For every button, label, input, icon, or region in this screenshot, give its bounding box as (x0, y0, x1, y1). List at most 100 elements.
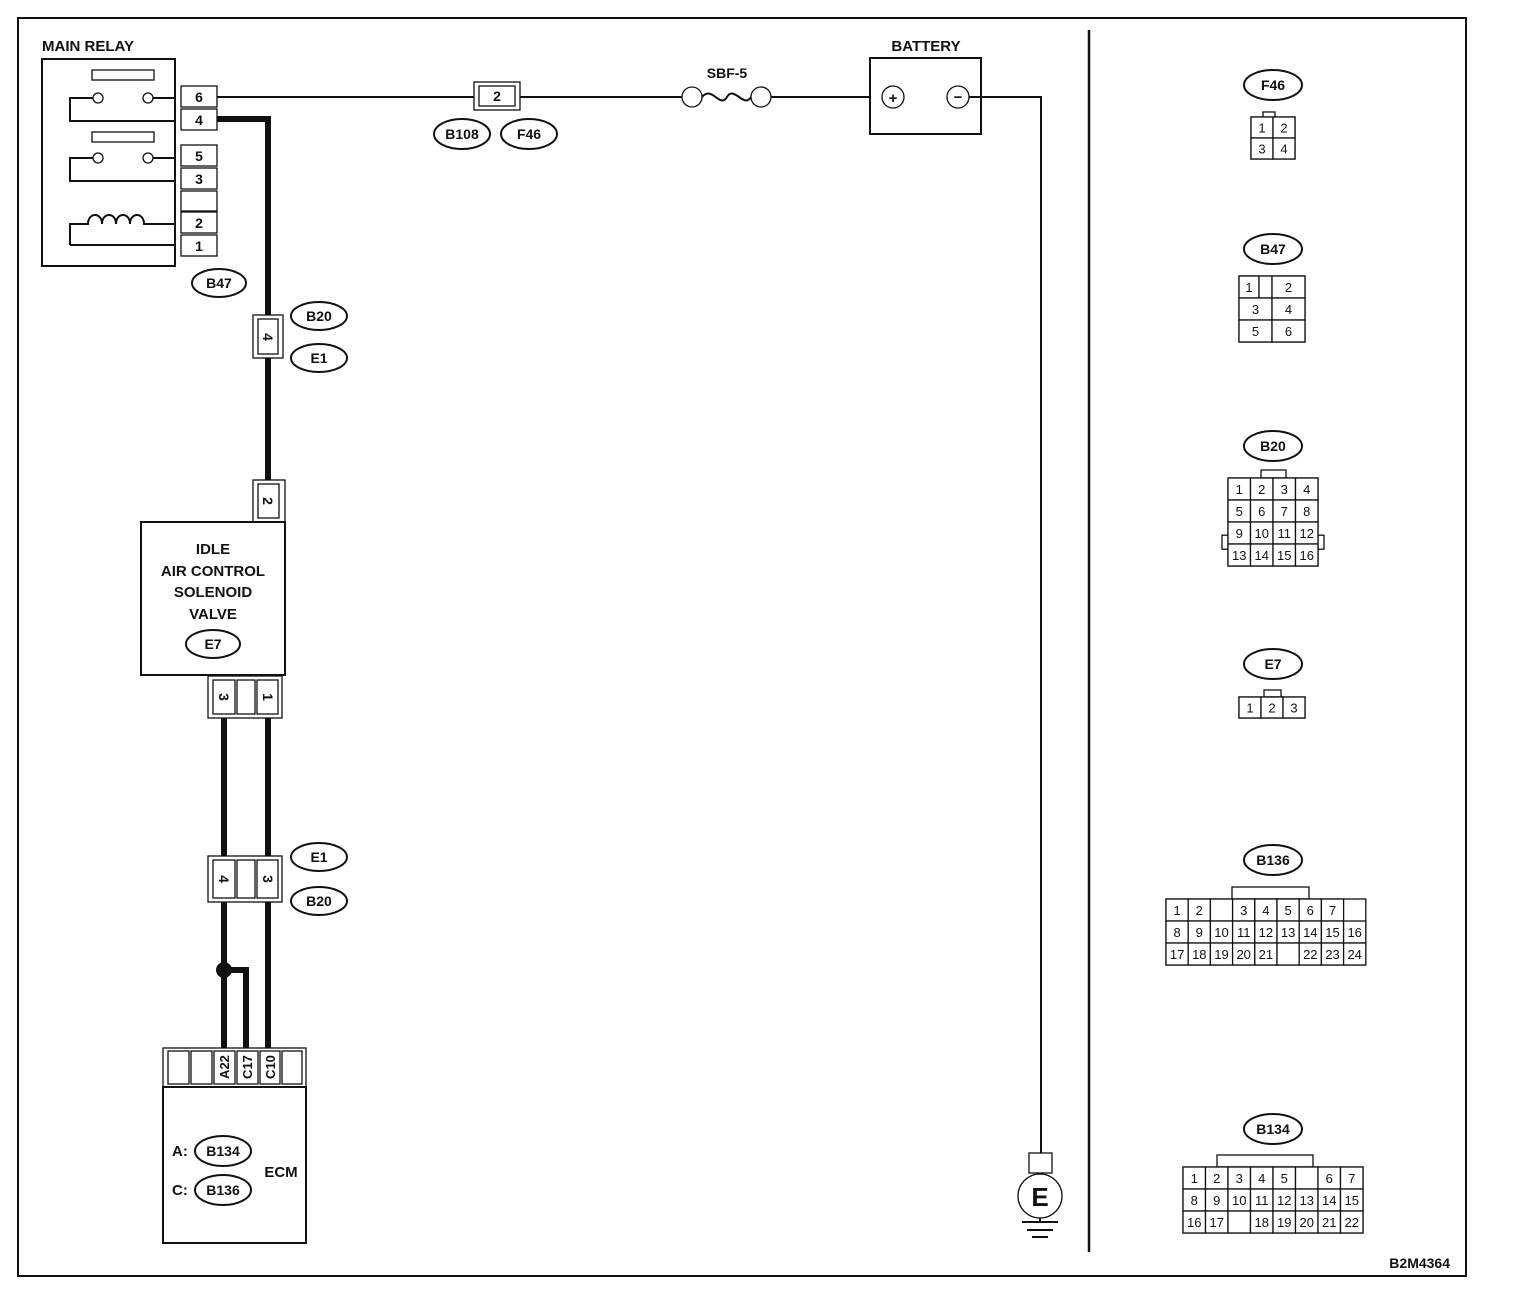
legend-pin-label: 10 (1255, 526, 1269, 541)
legend-pin-label: 15 (1345, 1193, 1359, 1208)
legend-pin-label: 2 (1268, 701, 1275, 716)
legend-pin-label: 19 (1214, 947, 1228, 962)
legend-pin-label: 16 (1347, 925, 1361, 940)
legend-pin-label: 6 (1258, 504, 1265, 519)
legend-pin-label: 20 (1236, 947, 1250, 962)
b20-connector-tag-upper (290, 301, 348, 331)
legend-pin-label: 15 (1325, 925, 1339, 940)
legend-pin-label: 13 (1300, 1193, 1314, 1208)
ecm-pin-label: A22 (217, 1055, 232, 1079)
legend-pin-label: 9 (1236, 526, 1243, 541)
wire-relay-pin4-to-iacv (217, 116, 271, 316)
legend-tag-f46 (1243, 69, 1303, 101)
b134-tag-label: B134 (206, 1143, 240, 1159)
ecm-pin-label: C17 (240, 1055, 255, 1079)
legend-pin-label: 4 (1262, 903, 1269, 918)
legend-pin-label: 1 (1191, 1171, 1198, 1186)
battery-title: BATTERY (891, 38, 960, 55)
legend-pin-label: 4 (1280, 142, 1287, 157)
relay-pin-label: 4 (195, 112, 203, 128)
legend-pin-label: 4 (1258, 1171, 1265, 1186)
legend-pin-label: 6 (1307, 903, 1314, 918)
legend-pin-label: 23 (1325, 947, 1339, 962)
legend-pin-label: 11 (1278, 526, 1292, 541)
legend-pin-label: 21 (1322, 1215, 1336, 1230)
legend-pin-label: 3 (1281, 482, 1288, 497)
legend-pin-label: 3 (1252, 302, 1259, 317)
relay-pin-column: 6 4 5 3 2 1 (180, 85, 218, 257)
legend-pin-label: 5 (1236, 504, 1243, 519)
e1-tag-label: E1 (310, 350, 327, 366)
relay-coil-icon (69, 214, 175, 246)
legend-pin-label: 14 (1322, 1193, 1336, 1208)
ecm-a-prefix: A: (172, 1143, 188, 1160)
ground-label: E (1031, 1182, 1048, 1212)
legend-pin-label: 2 (1258, 482, 1265, 497)
legend-pin-label: 18 (1192, 947, 1206, 962)
b136-tag-label: B136 (206, 1182, 240, 1198)
legend-pin-label: 22 (1303, 947, 1317, 962)
legend-pin-label: 14 (1255, 548, 1269, 563)
iacv-label-line: IDLE (196, 541, 230, 558)
fuse-icon (681, 86, 703, 108)
legend-pin-label: 9 (1196, 925, 1203, 940)
legend-pin-label: 1 (1246, 701, 1253, 716)
main-relay-title: MAIN RELAY (42, 38, 134, 55)
legend-pin-label: 2 (1280, 121, 1287, 136)
legend-pin-label: 2 (1285, 280, 1292, 295)
legend-pin-label: 3 (1258, 142, 1265, 157)
legend-pin-label: 17 (1210, 1215, 1224, 1230)
relay-pin-label: 3 (195, 171, 203, 187)
legend-pin-label: 3 (1236, 1171, 1243, 1186)
legend-tag-label: F46 (1261, 77, 1285, 93)
b134-connector-tag (194, 1135, 252, 1167)
ground-terminal (1028, 1152, 1053, 1174)
e7-connector-tag (185, 629, 241, 659)
legend-tag-b20 (1243, 430, 1303, 462)
minus-sign: − (954, 89, 963, 106)
legend-pin-label: 13 (1232, 548, 1246, 563)
b20-tag-label: B20 (306, 308, 332, 324)
fuse-connector-pin: 2 (493, 88, 501, 104)
legend-pin-label: 14 (1303, 925, 1317, 940)
legend-pin-label: 19 (1277, 1215, 1291, 1230)
e1-connector-tag-lower (290, 842, 348, 872)
legend-pin-label: 7 (1329, 903, 1336, 918)
legend-pin-label: 21 (1259, 947, 1273, 962)
iacv-label-line: VALVE (189, 606, 237, 623)
b47-tag-label: B47 (206, 275, 232, 291)
relay-contact-bar-2 (91, 131, 155, 143)
f46-tag-label: F46 (517, 126, 541, 142)
legend-pin-label: 1 (1245, 280, 1252, 295)
ecm-label: ECM (264, 1164, 297, 1181)
legend-pin-label: 5 (1281, 1171, 1288, 1186)
e1-tag-label: E1 (310, 849, 327, 865)
legend-pin-label: 1 (1173, 903, 1180, 918)
legend-pin-label: 11 (1237, 925, 1251, 940)
legend-pin-label: 10 (1232, 1193, 1246, 1208)
legend-pin-label: 6 (1326, 1171, 1333, 1186)
legend-pin-label: 18 (1255, 1215, 1269, 1230)
diagram-frame (17, 17, 1467, 1277)
ecm-pin-label: C10 (263, 1055, 278, 1079)
legend-pin-label: 12 (1300, 526, 1314, 541)
relay-pin-label: 2 (195, 215, 203, 231)
legend-pin-label: 24 (1347, 947, 1361, 962)
legend-pin-label: 2 (1196, 903, 1203, 918)
legend-pin-label: 13 (1281, 925, 1295, 940)
relay-contact-point (92, 152, 104, 164)
main-relay-body (41, 58, 176, 267)
iacv-top-pin: 2 (260, 497, 276, 505)
b20-tag-label: B20 (306, 893, 332, 909)
plus-sign: + (889, 90, 898, 107)
wire-battery-to-ground (969, 96, 1042, 1153)
legend-pin-label: 4 (1303, 482, 1310, 497)
b136-connector-tag (194, 1174, 252, 1206)
legend-tag-b134 (1243, 1113, 1303, 1145)
legend-pin-label: 9 (1213, 1193, 1220, 1208)
battery-plus-terminal (881, 85, 905, 109)
